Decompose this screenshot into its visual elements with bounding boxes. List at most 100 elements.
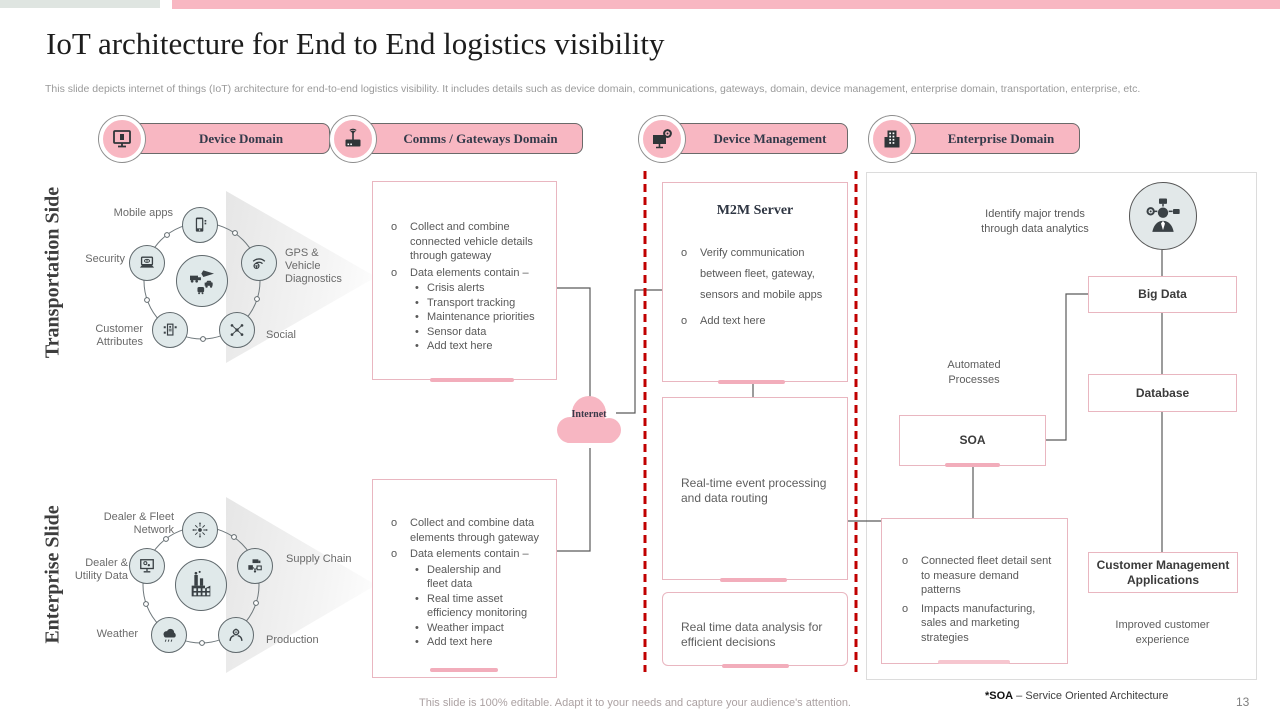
customer-attributes-circle bbox=[152, 312, 188, 348]
accent-underline bbox=[430, 668, 498, 672]
sub-bullet: Add text here bbox=[410, 339, 548, 354]
bullet-text: Impacts manufacturing, sales and marketi… bbox=[921, 602, 1036, 644]
big-data-box: Big Data bbox=[1088, 276, 1237, 313]
big-data-label: Big Data bbox=[1138, 287, 1187, 301]
label-supply-chain: Supply Chain bbox=[286, 553, 352, 565]
sub-bullet: Real time asset efficiency monitoring bbox=[410, 592, 548, 621]
sub-bullet: Maintenance priorities bbox=[410, 310, 548, 325]
accent-underline bbox=[430, 378, 514, 382]
bullet-text: Data elements contain – bbox=[410, 266, 529, 279]
label-fleet-network: Dealer & Fleet Network bbox=[103, 511, 174, 536]
editable-footnote: This slide is 100% editable. Adapt it to… bbox=[419, 697, 851, 709]
label-mobile-apps: Mobile apps bbox=[113, 207, 173, 219]
m2m-server-box: M2M Server Verify communication between … bbox=[662, 182, 848, 382]
mobile-apps-icon bbox=[195, 217, 207, 232]
router-antenna-icon bbox=[345, 128, 361, 147]
header-comms-domain: Comms / Gateways Domain bbox=[352, 123, 583, 154]
sub-bullet: Sensor data bbox=[410, 325, 548, 340]
page-subtitle: This slide depicts internet of things (I… bbox=[45, 83, 1141, 95]
header-enterprise-domain-badge bbox=[869, 116, 915, 162]
bullet-text: Connected fleet detail sent to measure d… bbox=[921, 555, 1052, 596]
soa-footnote-text: – Service Oriented Architecture bbox=[1013, 690, 1169, 702]
header-device-management-badge bbox=[639, 116, 685, 162]
internet-cloud: Internet bbox=[552, 393, 626, 451]
event-processing-text: Real-time event processing and data rout… bbox=[681, 476, 827, 505]
building-icon bbox=[884, 130, 900, 148]
security-laptop-icon bbox=[139, 256, 155, 268]
data-analyst-circle bbox=[1129, 182, 1197, 250]
header-device-domain-label: Device Domain bbox=[198, 130, 284, 146]
sub-bullet: Weather impact bbox=[410, 621, 548, 636]
top-accent-bar-right bbox=[172, 0, 1280, 9]
automated-processes-note: Automated Processes bbox=[947, 359, 1001, 386]
label-security: Security bbox=[85, 253, 125, 265]
production-gear-hands-icon bbox=[229, 628, 243, 641]
event-processing-box: Real-time event processing and data rout… bbox=[662, 397, 848, 580]
gps-signal-icon bbox=[252, 258, 266, 269]
supply-chain-icon bbox=[248, 559, 262, 573]
header-comms-domain-label: Comms / Gateways Domain bbox=[403, 130, 558, 146]
monitor-gear-icon bbox=[653, 129, 672, 149]
cma-label: Customer Management Applications bbox=[1096, 557, 1230, 587]
cma-box: Customer Management Applications bbox=[1088, 552, 1238, 593]
analyst-person-icon bbox=[1146, 198, 1180, 232]
header-comms-domain-badge bbox=[330, 116, 376, 162]
connected-fleet-box: Connected fleet detail sent to measure d… bbox=[881, 518, 1068, 664]
soa-footnote: *SOA – Service Oriented Architecture bbox=[985, 690, 1168, 702]
database-box: Database bbox=[1088, 374, 1237, 412]
gateway-box-bottom: Collect and combine data elements throug… bbox=[372, 479, 557, 678]
bullet-text: Add text here bbox=[700, 315, 766, 327]
header-enterprise-domain-label: Enterprise Domain bbox=[947, 130, 1055, 146]
header-enterprise-domain: Enterprise Domain bbox=[896, 123, 1080, 154]
ring-node-dots bbox=[143, 230, 260, 646]
mobile-apps-circle bbox=[182, 207, 218, 243]
data-analysis-box: Real time data analysis for efficient de… bbox=[662, 592, 848, 666]
transport-hub-circle bbox=[176, 255, 228, 307]
bullet-text: Data elements contain – bbox=[410, 548, 529, 560]
monitor-icon bbox=[113, 130, 131, 148]
weather-cloud-icon bbox=[163, 628, 176, 642]
cloud-icon bbox=[557, 396, 621, 443]
soa-label: SOA bbox=[959, 433, 986, 447]
accent-underline bbox=[938, 660, 1010, 664]
supply-chain-circle bbox=[237, 548, 273, 584]
sub-bullet: Crisis alerts bbox=[410, 281, 548, 296]
page-number: 13 bbox=[1236, 695, 1250, 709]
gps-diagnostics-circle bbox=[241, 245, 277, 281]
customer-attributes-icon bbox=[163, 323, 177, 336]
accent-underline bbox=[945, 463, 1000, 467]
bullet-text: Verify communication between fleet, gate… bbox=[700, 247, 823, 301]
internet-label: Internet bbox=[571, 409, 607, 420]
page-title: IoT architecture for End to End logistic… bbox=[46, 26, 665, 61]
enterprise-hub-circle bbox=[175, 559, 227, 611]
header-device-management-label: Device Management bbox=[713, 130, 827, 146]
label-weather: Weather bbox=[96, 628, 138, 640]
accent-underline bbox=[722, 664, 789, 668]
label-production: Production bbox=[266, 634, 319, 646]
header-device-domain: Device Domain bbox=[126, 123, 330, 154]
header-device-management: Device Management bbox=[666, 123, 848, 154]
flow-connectors bbox=[557, 250, 1163, 552]
gateway-box-top: Collect and combine connected vehicle de… bbox=[372, 181, 557, 380]
weather-circle bbox=[151, 617, 187, 653]
sub-bullet: Transport tracking bbox=[410, 296, 548, 311]
label-social: Social bbox=[266, 329, 296, 341]
bullet-text: Collect and combine data elements throug… bbox=[410, 517, 540, 544]
identify-trends-note: Identify major trends through data analy… bbox=[981, 208, 1089, 235]
data-analysis-text: Real time data analysis for efficient de… bbox=[681, 620, 823, 649]
sub-bullet: Add text here bbox=[410, 635, 548, 650]
label-customer-attributes: Customer Attributes bbox=[95, 323, 143, 348]
improved-customer-note: Improved customer experience bbox=[1115, 619, 1210, 646]
top-accent-bar-left bbox=[0, 0, 160, 8]
social-network-icon bbox=[230, 324, 244, 336]
vehicles-icon bbox=[190, 270, 214, 295]
social-circle bbox=[219, 312, 255, 348]
fleet-network-circle bbox=[182, 512, 218, 548]
m2m-server-title: M2M Server bbox=[716, 203, 794, 218]
header-device-domain-badge bbox=[99, 116, 145, 162]
factory-icon bbox=[191, 570, 211, 597]
utility-data-circle bbox=[129, 548, 165, 584]
production-circle bbox=[218, 617, 254, 653]
